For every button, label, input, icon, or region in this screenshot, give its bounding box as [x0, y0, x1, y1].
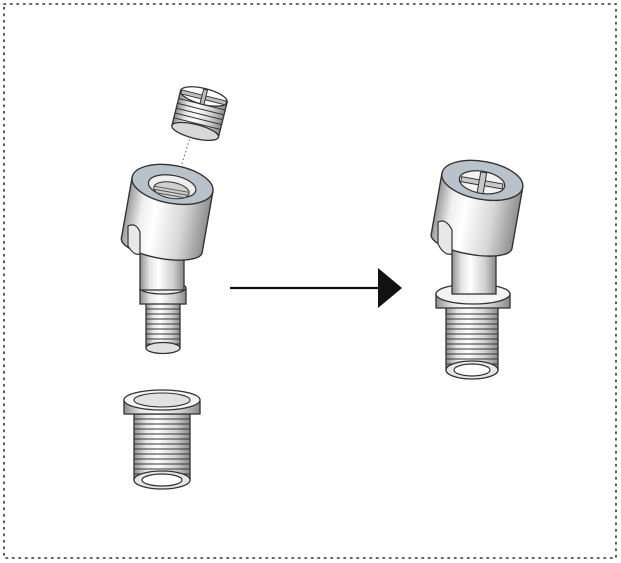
direction-arrow: [230, 268, 402, 308]
slotted-grub-screw: [171, 86, 228, 141]
threaded-flanged-insert: [123, 389, 201, 490]
assembled-eye-bolt: [430, 159, 524, 380]
dotted-border: [3, 3, 617, 559]
swivel-eye-bolt: [120, 163, 214, 355]
